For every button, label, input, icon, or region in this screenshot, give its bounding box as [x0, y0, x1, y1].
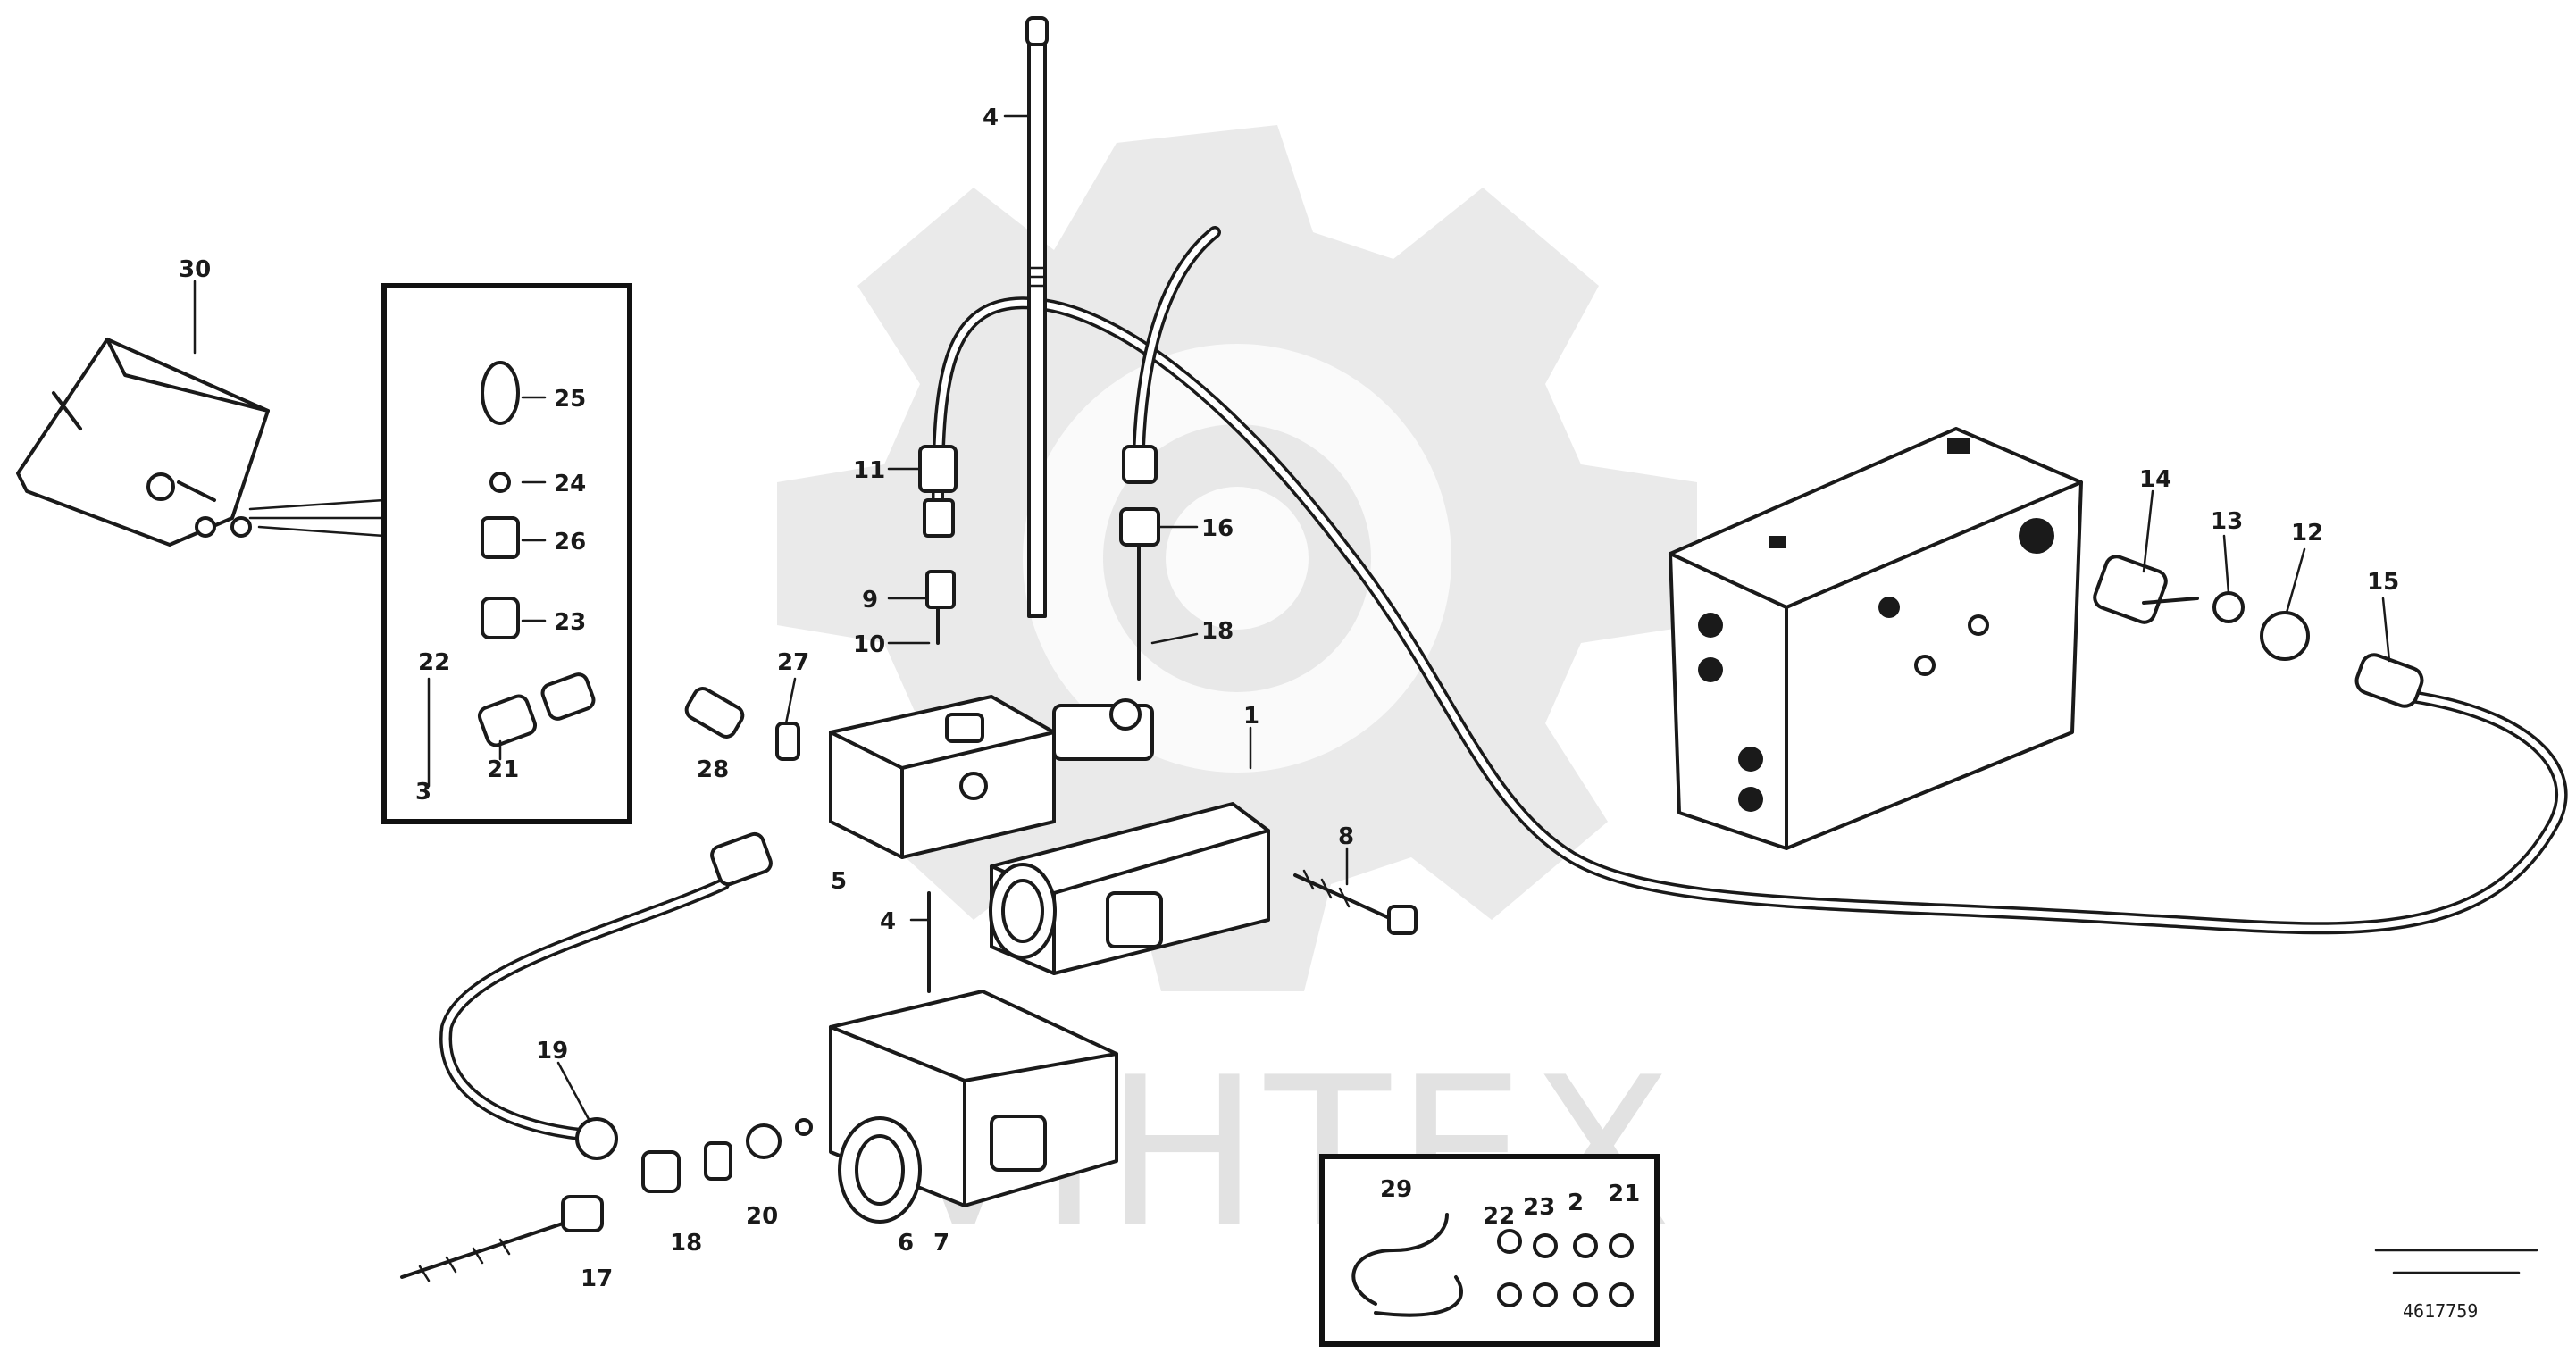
label-part-19: 19 — [536, 1038, 568, 1065]
valve-block-upper — [829, 695, 1154, 859]
drawing-reference: 4617759 — [2374, 1249, 2538, 1322]
label-part-17: 17 — [581, 1265, 613, 1292]
label-part-8: 8 — [1338, 823, 1354, 850]
label-part-14: 14 — [2139, 466, 2171, 493]
label-part-29: 29 — [1380, 1176, 1412, 1203]
fittings-lower-left — [400, 1117, 813, 1282]
valve-block-pump — [989, 802, 1270, 975]
label-part-23: 23 — [554, 609, 586, 636]
leader-lines — [193, 114, 2391, 1123]
label-part-15: 15 — [2367, 569, 2399, 596]
label-part-11: 11 — [853, 457, 885, 484]
label-part-18-low: 18 — [670, 1230, 702, 1257]
valve-block-lower — [829, 891, 1118, 1224]
hose-main — [932, 296, 2568, 935]
reference-code: 4617759 — [2403, 1300, 2478, 1322]
label-part-1: 1 — [1243, 703, 1259, 730]
fitting-11 — [918, 445, 958, 645]
bolt-8 — [1293, 869, 1418, 935]
component-30 — [16, 338, 386, 547]
label-part-24: 24 — [554, 471, 586, 497]
fitting-16 — [1119, 445, 1160, 681]
label-part-21: 21 — [487, 756, 519, 783]
label-part-28: 28 — [697, 756, 729, 783]
label-part-26: 26 — [554, 529, 586, 555]
label-part-3: 3 — [415, 779, 431, 806]
label-part-22: 22 — [418, 649, 450, 676]
label-part-4-mid: 4 — [880, 908, 896, 935]
label-part-4-top: 4 — [983, 104, 999, 131]
fittings-right-chain — [2093, 555, 2424, 708]
valve-block-right — [1669, 427, 2083, 850]
label-part-9: 9 — [862, 587, 878, 614]
label-part-23-box: 23 — [1523, 1194, 1555, 1221]
label-part-27: 27 — [777, 649, 809, 676]
label-part-20: 20 — [746, 1203, 778, 1230]
label-part-16: 16 — [1201, 515, 1234, 542]
inset-box-bottom — [1319, 1154, 1660, 1347]
label-part-30: 30 — [179, 256, 211, 283]
label-part-12: 12 — [2291, 520, 2323, 547]
label-part-7: 7 — [933, 1230, 949, 1257]
label-part-10: 10 — [853, 631, 885, 658]
hose-left-loop — [439, 831, 773, 1140]
label-part-6: 6 — [898, 1230, 914, 1257]
label-part-18: 18 — [1201, 618, 1234, 645]
label-part-2: 2 — [1568, 1190, 1584, 1216]
callout-labels: 4 11 9 10 16 18 27 28 1 8 5 4 19 18 20 1… — [179, 104, 2399, 1292]
label-part-21-box: 21 — [1608, 1181, 1640, 1207]
label-part-5: 5 — [831, 868, 847, 895]
label-part-25: 25 — [554, 386, 586, 413]
hose-upper-curve — [1133, 226, 1221, 453]
connector-20 — [684, 687, 800, 761]
inset-box-left — [381, 283, 632, 824]
label-part-22-box: 22 — [1483, 1203, 1515, 1230]
label-part-13: 13 — [2211, 508, 2243, 535]
rod-part-4 — [1025, 16, 1049, 618]
